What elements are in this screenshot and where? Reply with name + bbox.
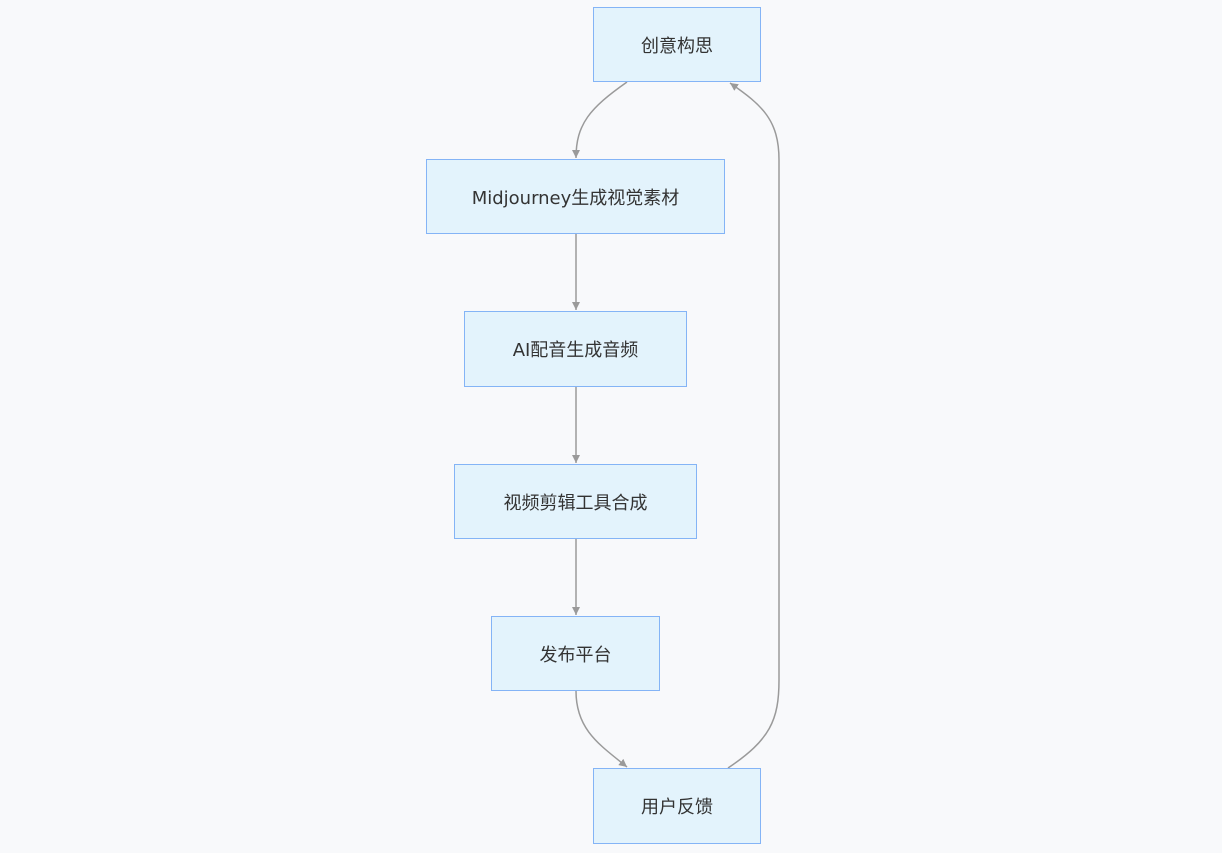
node-publish-platform-label: 发布平台 bbox=[539, 644, 612, 666]
node-midjourney-visuals-label: Midjourney生成视觉素材 bbox=[471, 187, 680, 209]
node-midjourney-visuals[interactable]: Midjourney生成视觉素材 bbox=[426, 159, 725, 234]
node-video-editing-label: 视频剪辑工具合成 bbox=[503, 492, 648, 514]
edge-publish-to-feedback bbox=[575, 690, 628, 768]
node-user-feedback[interactable]: 用户反馈 bbox=[593, 768, 761, 844]
node-ideation-label: 创意构思 bbox=[641, 35, 713, 57]
node-ai-voice-audio-label: AI配音生成音频 bbox=[512, 340, 639, 361]
node-video-editing[interactable]: 视频剪辑工具合成 bbox=[454, 464, 697, 539]
node-user-feedback-label: 用户反馈 bbox=[641, 797, 713, 818]
node-ai-voice-audio[interactable]: AI配音生成音频 bbox=[464, 311, 687, 387]
edge-ideation-to-midjourney bbox=[572, 81, 628, 159]
edge-feedback-to-ideation bbox=[727, 82, 780, 769]
node-ideation[interactable]: 创意构思 bbox=[593, 7, 761, 82]
node-publish-platform[interactable]: 发布平台 bbox=[491, 616, 660, 691]
